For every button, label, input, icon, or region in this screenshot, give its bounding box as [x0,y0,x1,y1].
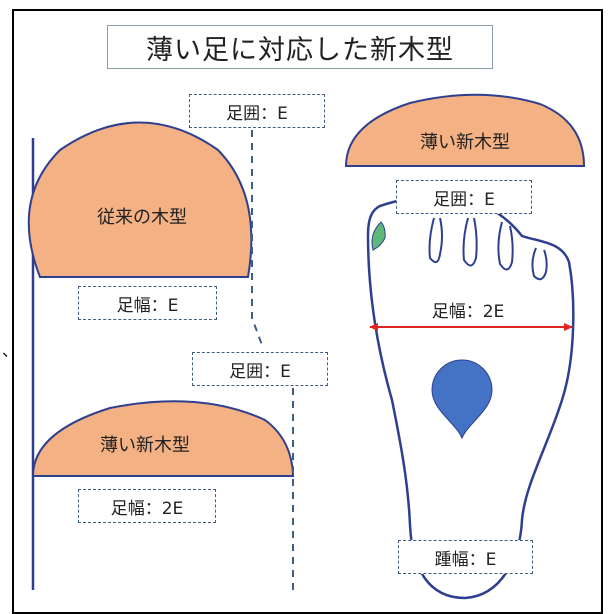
big-toe-nail-icon [371,221,386,251]
toe-5-outline [531,247,548,281]
girth-label-top: 足囲：E [189,94,325,128]
conventional-last-shape [27,121,253,278]
new-last-left-shape [31,400,295,477]
new-last-left-label: 薄い新木型 [100,435,190,456]
width-label-conventional: 足幅：E [78,286,217,320]
girth-dashed-guide-top [251,130,263,346]
new-last-right-shape [344,93,586,167]
conventional-last-label: 従来の木型 [97,207,187,228]
toe-4-outline [497,221,514,271]
arch-marker-icon [431,359,493,440]
width-label-new: 足幅：2E [78,489,216,523]
toe-2-outline [428,217,443,264]
diagram-title: 薄い足に対応した新木型 [107,25,493,69]
heel-width-label: 踵幅：E [398,540,533,574]
girth-label-middle: 足囲：E [192,352,328,386]
toe-3-outline [462,217,478,267]
foot-width-label: 足幅：2E [431,302,505,322]
foot-girth-label: 足囲：E [396,180,532,214]
edge-mark: 、 [2,341,19,360]
new-last-right-label: 薄い新木型 [420,132,510,153]
